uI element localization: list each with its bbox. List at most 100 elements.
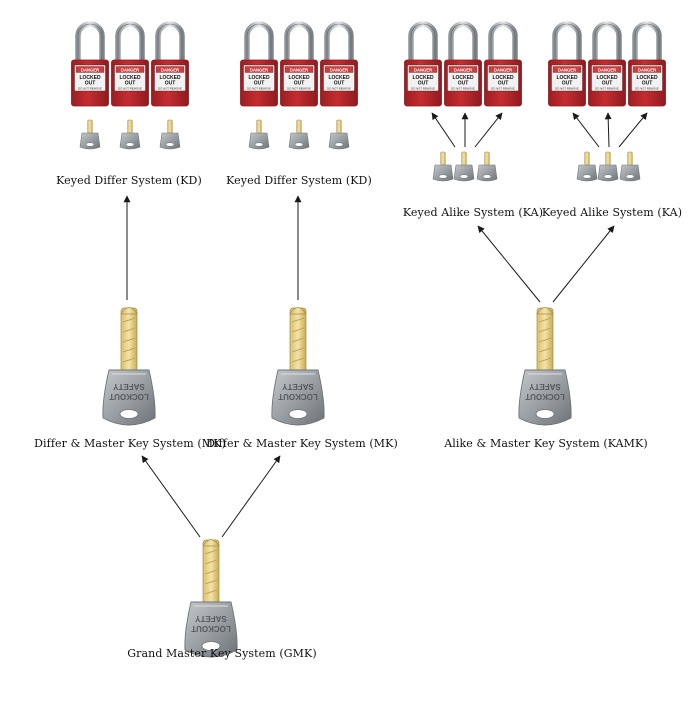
small-key-blade (256, 119, 262, 134)
padlock-remove-text: DO NOT REMOVE (555, 87, 579, 91)
padlock-shackle (632, 21, 662, 62)
padlock-shackle (488, 21, 518, 62)
small-key-blade (87, 119, 93, 134)
padlock-shackle-outline (634, 23, 660, 62)
master-key-engraving-1: SAFETY (282, 382, 314, 391)
padlock-shackle (155, 21, 185, 62)
master-key-hole (119, 409, 139, 419)
padlock-out-text: OUT (642, 81, 653, 87)
master-key-head (102, 369, 156, 426)
padlock-shackle (284, 21, 314, 62)
small-key-head (476, 164, 498, 182)
small-key-icon (79, 119, 101, 150)
padlock-danger-text: DANGER (161, 67, 179, 72)
padlock-danger-text: DANGER (598, 67, 616, 72)
master-key-head (184, 601, 238, 658)
master-key-cut (122, 337, 136, 343)
small-key-blade (296, 119, 302, 134)
small-key-hole (125, 142, 135, 147)
small-key-icon (159, 119, 181, 150)
padlock-shackle-outline (490, 23, 516, 62)
padlock-danger-band (155, 66, 185, 73)
master-key-cut (122, 327, 136, 333)
small-key-hole (334, 142, 344, 147)
master-key-cut (122, 357, 136, 363)
padlock-out-text: OUT (85, 81, 96, 87)
small-key-icon (328, 119, 350, 150)
padlock-shackle (324, 21, 354, 62)
master-key-tip (202, 539, 220, 547)
master-key-cut (291, 357, 305, 363)
padlock-out-text: OUT (498, 81, 509, 87)
padlock-locked-text: LOCKED (288, 75, 310, 81)
padlock-danger-text: DANGER (638, 67, 656, 72)
padlock-shackle (408, 21, 438, 62)
master-key-hole (288, 409, 308, 419)
small-key-blade (167, 119, 173, 134)
padlock-remove-text: DO NOT REMOVE (595, 87, 619, 91)
padlock-remove-text: DO NOT REMOVE (491, 87, 515, 91)
small-key-icon (432, 151, 454, 182)
padlock-danger-text: DANGER (414, 67, 432, 72)
padlock-out-text: OUT (458, 81, 469, 87)
small-key-icon (453, 151, 475, 182)
padlock-danger-band (284, 66, 314, 73)
padlock-shackle (115, 21, 145, 62)
master-key-head (518, 369, 572, 426)
padlock-out-text: OUT (294, 81, 305, 87)
padlock-danger-band (592, 66, 622, 73)
small-key-blade (605, 151, 611, 166)
master-key-engraving-2: LOCKOUT (109, 392, 149, 401)
padlock-out-text: OUT (125, 81, 136, 87)
master-key-cut (204, 579, 218, 585)
label-differ-master-2: Differ & Master Key System (MK) (206, 437, 398, 450)
master-key-tip (536, 307, 554, 315)
padlock-locked-text: LOCKED (119, 75, 141, 81)
padlock-danger-text: DANGER (250, 67, 268, 72)
padlock-remove-text: DO NOT REMOVE (635, 87, 659, 91)
arrow (431, 112, 456, 148)
padlock-shackle-outline (326, 23, 352, 62)
small-key-icon (119, 119, 141, 150)
padlock-shackle-outline (246, 23, 272, 62)
padlock-remove-text: DO NOT REMOVE (287, 87, 311, 91)
arrow (604, 112, 612, 148)
padlock-out-text: OUT (418, 81, 429, 87)
padlock-danger-band (244, 66, 274, 73)
arrow (477, 225, 541, 303)
padlock-locked-text: LOCKED (328, 75, 350, 81)
master-key-cut (538, 347, 552, 353)
master-key-cut (538, 317, 552, 323)
small-key-head (453, 164, 475, 182)
small-key-blade (336, 119, 342, 134)
arrows-layer (123, 112, 648, 538)
master-key-cut (122, 347, 136, 353)
padlock-remove-text: DO NOT REMOVE (327, 87, 351, 91)
padlock-locked-text: LOCKED (556, 75, 578, 81)
padlock-shackle-outline (77, 23, 103, 62)
master-key-cut (122, 317, 136, 323)
small-key-head (159, 132, 181, 150)
small-key-blade (584, 151, 590, 166)
padlock-danger-text: DANGER (454, 67, 472, 72)
master-key-hole (201, 641, 221, 651)
padlock-out-text: OUT (254, 81, 265, 87)
master-key-engraving-2: LOCKOUT (191, 624, 231, 633)
small-key-hole (482, 174, 492, 179)
master-key-cut (204, 569, 218, 575)
arrow (552, 225, 615, 303)
master-key-cut (538, 357, 552, 363)
small-key-head (576, 164, 598, 182)
small-key-hole (603, 174, 613, 179)
padlock-shackle-outline (410, 23, 436, 62)
small-key-head (248, 132, 270, 150)
label-keyed-alike-1: Keyed Alike System (KA) (402, 206, 544, 219)
